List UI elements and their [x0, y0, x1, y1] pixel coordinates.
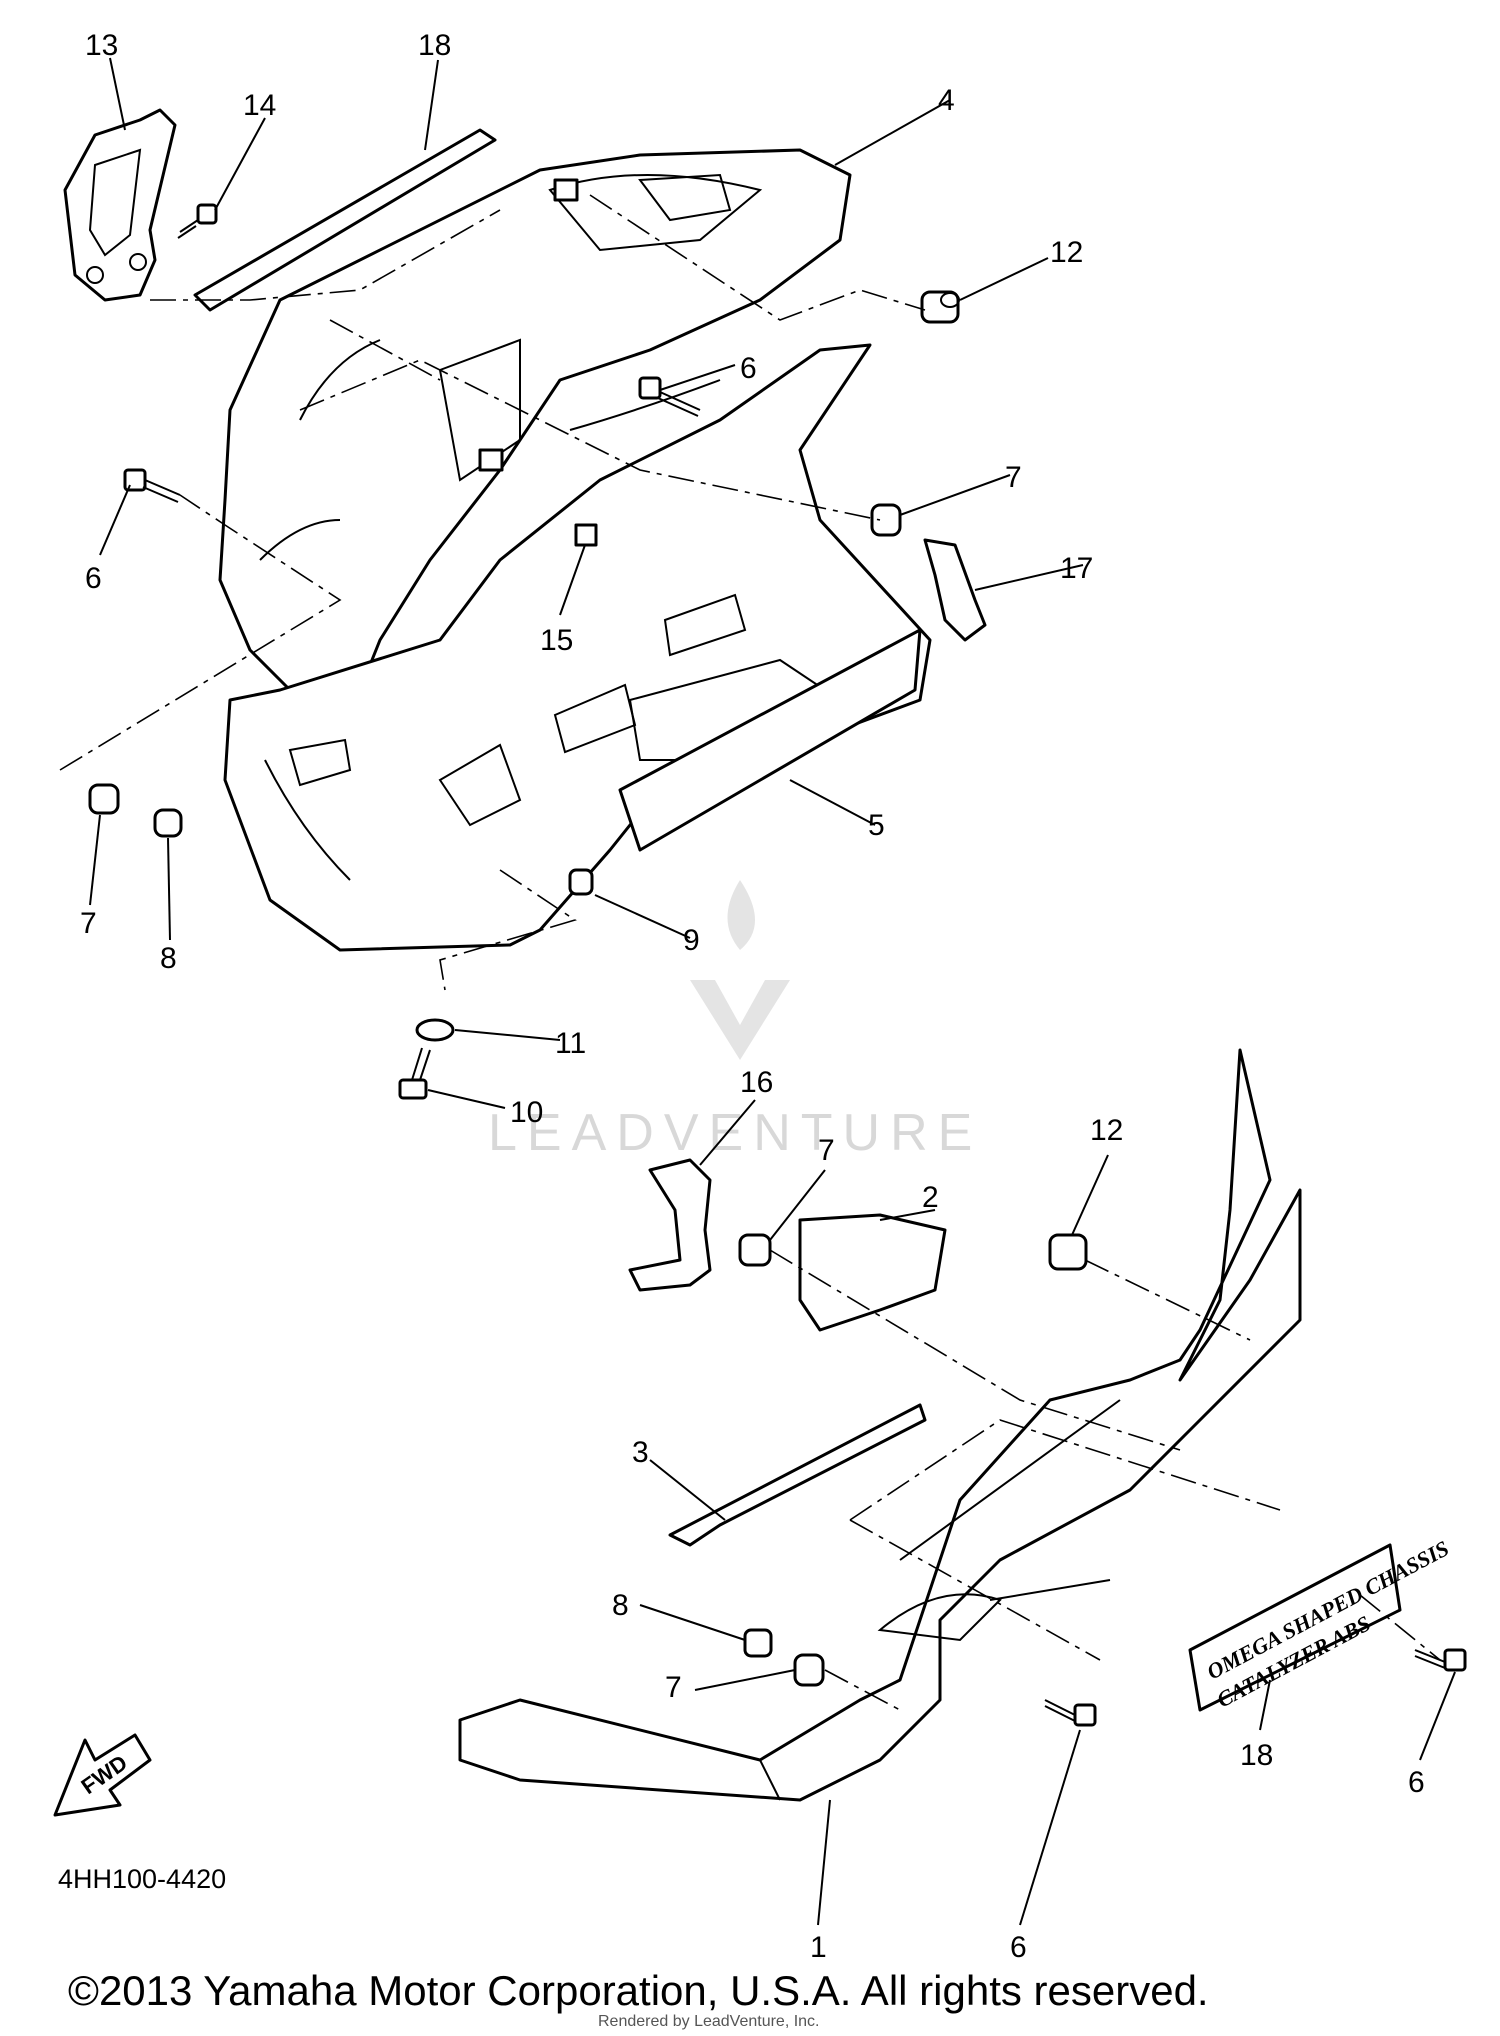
- callout-16: 16: [740, 1066, 773, 1099]
- decal-line1: OMEGA SHAPED CHASSIS: [1203, 1535, 1453, 1684]
- callout-14: 14: [243, 89, 276, 122]
- part-8-grommet: [743, 1628, 773, 1658]
- part-2-cover: [798, 1213, 947, 1332]
- callout-18: 18: [1240, 1739, 1273, 1772]
- part-18-decal-strip: [193, 128, 497, 312]
- part-14-screw: [177, 203, 218, 239]
- callout-7: 7: [1005, 461, 1022, 494]
- callout-8: 8: [160, 942, 177, 975]
- callout-2: 2: [922, 1181, 939, 1214]
- callout-13: 13: [85, 29, 118, 62]
- callout-12: 12: [1050, 236, 1083, 269]
- part-7-grommet: [738, 1233, 772, 1267]
- callout-6: 6: [1408, 1766, 1425, 1799]
- callout-6: 6: [85, 562, 102, 595]
- part-11-washer: [415, 1018, 455, 1042]
- fwd-arrow-icon: FWD: [53, 1733, 152, 1817]
- callout-5: 5: [868, 809, 885, 842]
- callout-9: 9: [683, 924, 700, 957]
- part-6-bolt: [123, 468, 181, 503]
- watermark-text: LEADVENTURE: [488, 1104, 982, 1162]
- part-7-grommet: [870, 503, 902, 537]
- part-3-strip: [668, 1403, 927, 1547]
- callout-10: 10: [510, 1096, 543, 1129]
- callout-15: 15: [540, 624, 573, 657]
- callout-7: 7: [80, 907, 97, 940]
- part-4-under-cowl: [218, 148, 852, 702]
- leadventure-watermark: LEADVENTURE: [488, 880, 982, 1162]
- part-17-bracket: [923, 538, 987, 642]
- callout-4: 4: [938, 84, 955, 117]
- part-13-bracket: [63, 108, 177, 302]
- diagram-code: 4HH100-4420: [58, 1864, 226, 1894]
- copyright-notice: ©2013 Yamaha Motor Corporation, U.S.A. A…: [68, 1967, 1209, 2014]
- callout-11: 11: [555, 1027, 586, 1060]
- callout-17: 17: [1060, 552, 1093, 585]
- part-16-bracket: [628, 1158, 712, 1292]
- part-7-grommet: [88, 783, 120, 815]
- assembly-lines-lower: [769, 1249, 1441, 1711]
- rendered-by-notice: Rendered by LeadVenture, Inc.: [598, 2013, 820, 2030]
- part-7-grommet: [793, 1653, 825, 1687]
- callout-7: 7: [665, 1671, 682, 1704]
- part-15-clip: [574, 523, 598, 547]
- part-9-grommet: [568, 868, 594, 896]
- part-1-lower-cowl: [458, 1048, 1302, 1802]
- part-5-side-panel: [223, 343, 932, 952]
- callout-1: 1: [810, 1931, 827, 1964]
- part-6-bolt: [1414, 1648, 1467, 1672]
- part-12-grommet: [920, 290, 960, 324]
- callout-3: 3: [632, 1436, 649, 1469]
- part-6-bolt: [1044, 1699, 1097, 1727]
- part-12-grommet: [1048, 1233, 1088, 1271]
- part-6-bolt: [638, 376, 701, 417]
- callout-7: 7: [818, 1134, 835, 1167]
- part-10-screw: [398, 1047, 431, 1100]
- callout-labels: 13 18 14 4 12 6 6 7 17 15 5 7 8 9 11 10 …: [80, 29, 1425, 1964]
- callout-6: 6: [1010, 1931, 1027, 1964]
- assembly-lines-upper: [59, 194, 926, 991]
- part-18-decal: OMEGA SHAPED CHASSIS CATALYZER ABS: [1188, 1535, 1453, 1712]
- part-8-grommet: [153, 808, 183, 838]
- callout-6: 6: [740, 352, 757, 385]
- leader-lines: [89, 57, 1456, 1926]
- callout-12: 12: [1090, 1114, 1123, 1147]
- callout-8: 8: [612, 1589, 629, 1622]
- callout-18: 18: [418, 29, 451, 62]
